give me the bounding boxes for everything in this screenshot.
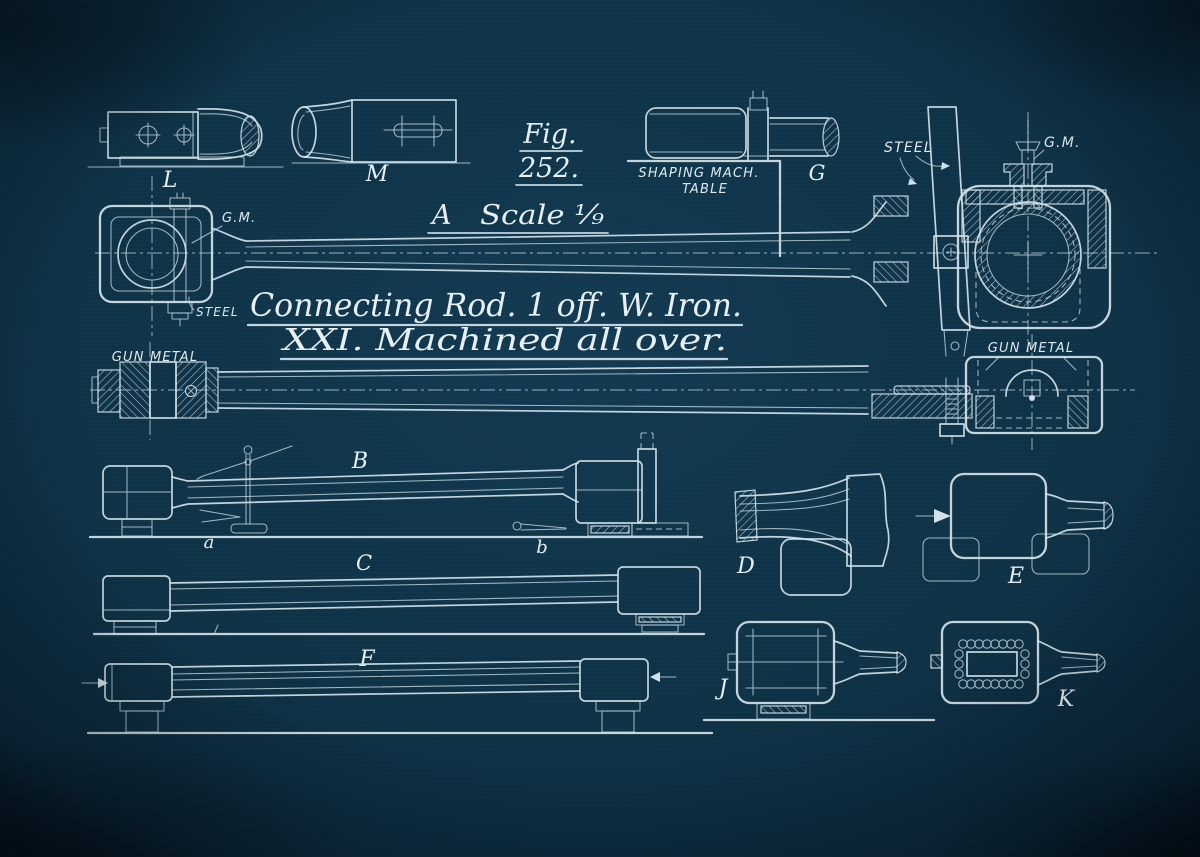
blueprint-drawing: L M Fig. 252. SHAPING MACH. TABLE G A xyxy=(0,0,1200,857)
blueprint-page: L M Fig. 252. SHAPING MACH. TABLE G A xyxy=(0,0,1200,857)
vignette-overlay xyxy=(0,0,1200,857)
